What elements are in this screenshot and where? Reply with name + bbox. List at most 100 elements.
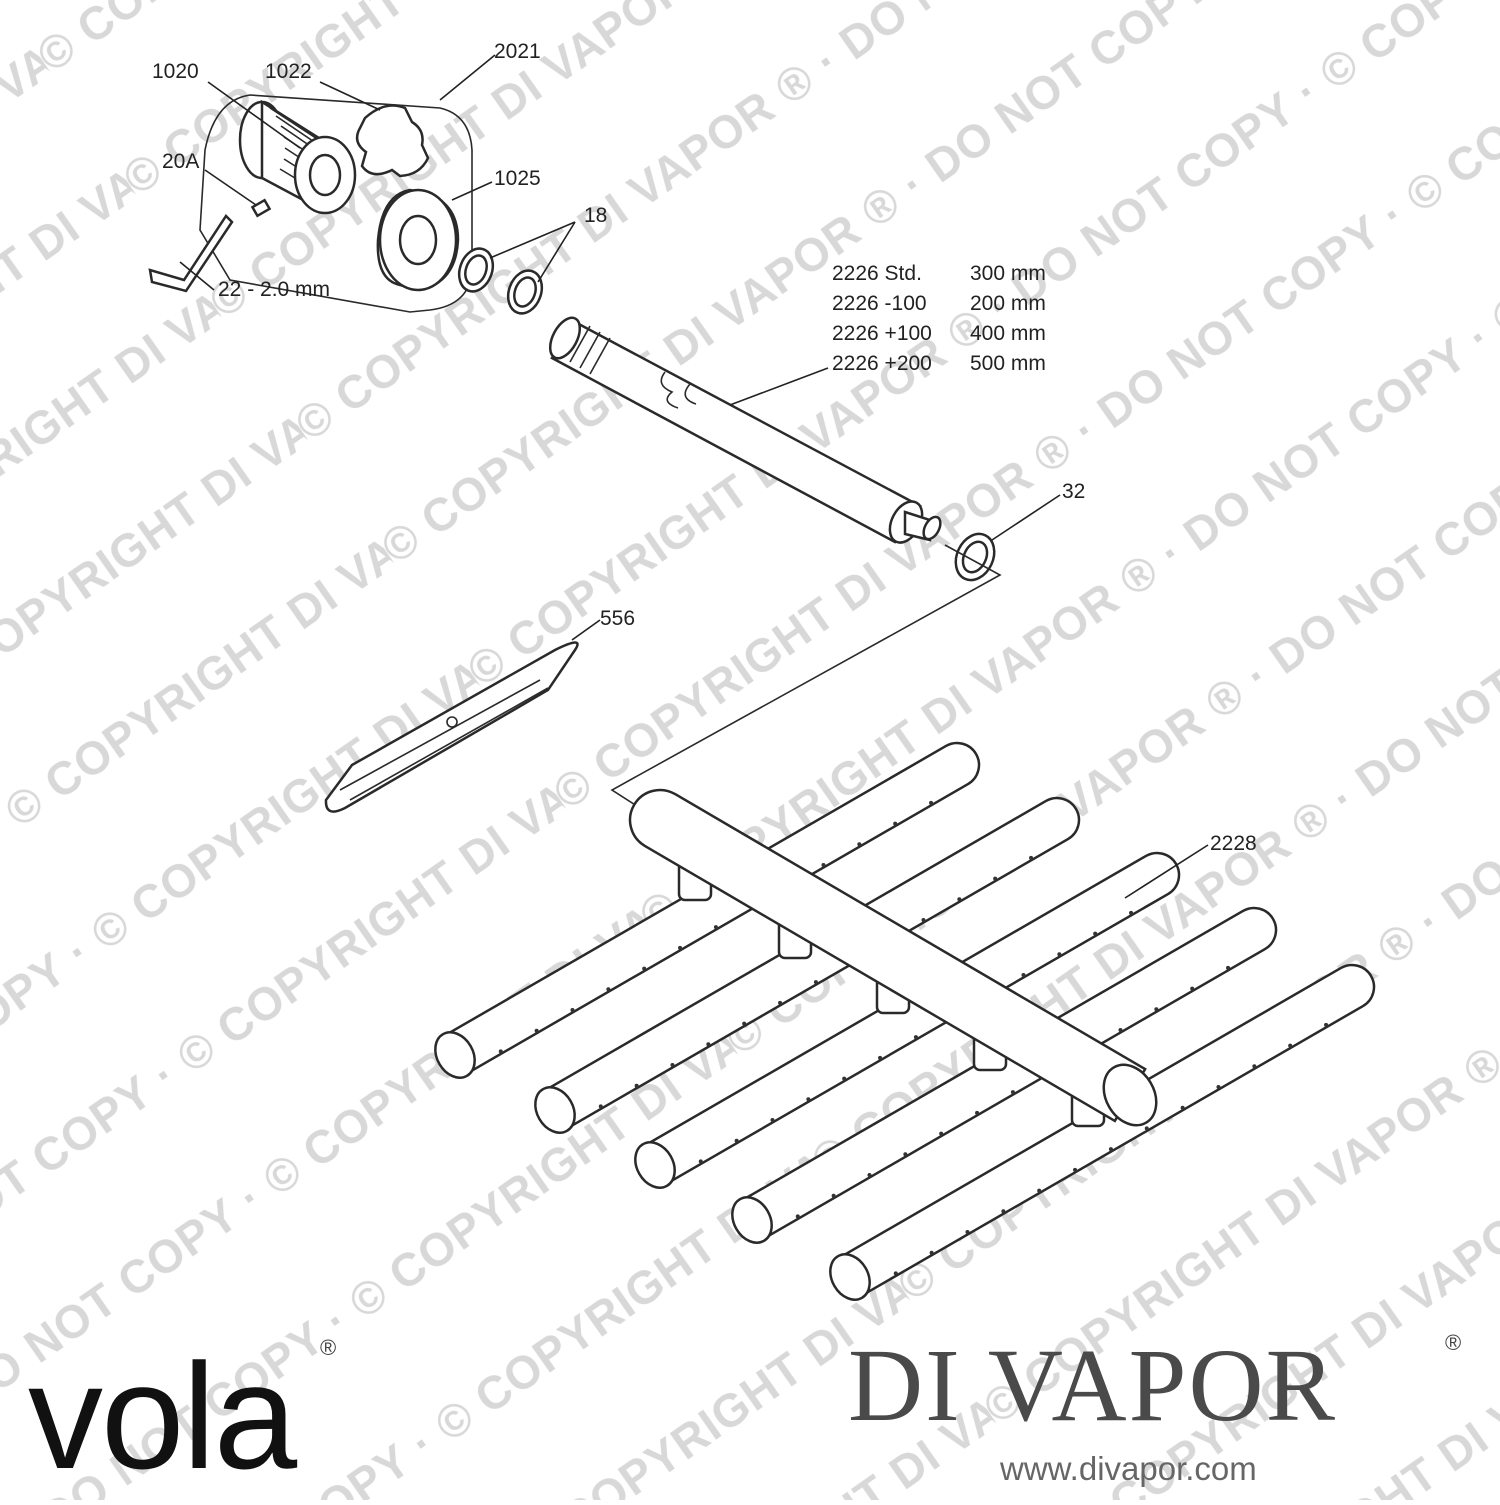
rack-nozzle xyxy=(770,1118,775,1123)
rack-nozzle xyxy=(1057,952,1062,957)
label-1025: 1025 xyxy=(494,167,541,190)
rack-nozzle xyxy=(706,1042,711,1047)
rack-pipe-end-2 xyxy=(534,1086,576,1134)
rack-nozzle xyxy=(929,1250,934,1255)
rack-nozzle xyxy=(929,800,934,805)
rack-nozzle xyxy=(857,842,862,847)
rack-nozzle xyxy=(965,1230,970,1235)
divapor-website: www.divapor.com xyxy=(999,1450,1257,1487)
part-22-hex-key xyxy=(148,214,234,293)
spec-part-3: 2226 +200 xyxy=(832,352,932,375)
label-2021: 2021 xyxy=(494,40,541,63)
label-1020: 1020 xyxy=(152,60,199,83)
spec-part-0: 2226 Std. xyxy=(832,262,922,285)
rack-nozzle xyxy=(1118,1028,1123,1033)
label-2228: 2228 xyxy=(1210,832,1257,855)
rack-nozzle xyxy=(893,1271,898,1276)
spec-length-3: 500 mm xyxy=(970,352,1046,375)
spec-length-0: 300 mm xyxy=(970,262,1046,285)
rack-pipe-end-3 xyxy=(634,1141,676,1189)
rack-nozzle xyxy=(1093,931,1098,936)
rack-nozzle xyxy=(957,897,962,902)
rack-nozzle xyxy=(1288,1043,1293,1048)
rack-nozzle xyxy=(742,1021,747,1026)
rack-nozzle xyxy=(1226,965,1231,970)
rack-nozzle xyxy=(993,876,998,881)
part-1022-clip-ring xyxy=(355,104,430,178)
rack-nozzle xyxy=(867,1173,872,1178)
rack-nozzle xyxy=(1129,910,1134,915)
spec-length-1: 200 mm xyxy=(970,292,1046,315)
rack-nozzle xyxy=(821,863,826,868)
rack-nozzle xyxy=(806,1097,811,1102)
divapor-wordmark: DI VAPOR xyxy=(848,1328,1337,1443)
vola-registered-mark: ® xyxy=(320,1335,336,1360)
assembly-guide-line xyxy=(610,544,1002,809)
rack-nozzle xyxy=(1144,1126,1149,1131)
rack-nozzle xyxy=(1029,855,1034,860)
label-22-hex-key: 22 - 2.0 mm xyxy=(218,278,330,301)
vola-wordmark: vola xyxy=(28,1332,298,1500)
rack-nozzle xyxy=(534,1028,539,1033)
part-556-logo-plate xyxy=(324,641,579,813)
rack-nozzle xyxy=(913,1035,918,1040)
spec-table-2226: 2226 Std. 300 mm 2226 -100 200 mm 2226 +… xyxy=(832,262,1046,375)
rack-nozzle xyxy=(1216,1085,1221,1090)
label-32: 32 xyxy=(1062,480,1085,503)
rack-nozzle xyxy=(1154,1007,1159,1012)
rack-nozzle xyxy=(813,980,818,985)
rack-nozzle xyxy=(903,1152,908,1157)
rack-nozzle xyxy=(878,1055,883,1060)
rack-nozzle xyxy=(678,945,683,950)
spec-part-2: 2226 +100 xyxy=(832,322,932,345)
group-outline-2021 xyxy=(199,94,473,313)
rack-nozzle xyxy=(1073,1167,1078,1172)
rack-nozzle xyxy=(1324,1022,1329,1027)
rack-nozzle xyxy=(1252,1064,1257,1069)
part-20a-grub-screw xyxy=(250,198,272,218)
rack-nozzle xyxy=(498,1049,503,1054)
rack-nozzle xyxy=(570,1008,575,1013)
rack-pipe-2 xyxy=(542,796,1080,1131)
rack-nozzle xyxy=(670,1063,675,1068)
label-556: 556 xyxy=(600,607,635,630)
rack-pipe-end-1 xyxy=(434,1031,476,1079)
rack-nozzle xyxy=(734,1138,739,1143)
rack-nozzle xyxy=(642,966,647,971)
rack-pipe-end-5 xyxy=(829,1253,871,1301)
rack-pipe-4 xyxy=(739,906,1277,1241)
part-2226-extension-pipe xyxy=(548,316,942,544)
rack-nozzle xyxy=(634,1083,639,1088)
divapor-logo: DI VAPOR ® www.divapor.com xyxy=(848,1328,1461,1487)
rack-nozzle xyxy=(1021,973,1026,978)
label-18: 18 xyxy=(584,204,607,227)
rack-crossbar-end xyxy=(1102,1063,1158,1127)
part-1025-cover-ring xyxy=(376,188,460,292)
spec-part-1: 2226 -100 xyxy=(832,292,927,315)
rack-nozzle xyxy=(893,821,898,826)
rack-nozzle xyxy=(975,1110,980,1115)
rack-nozzle xyxy=(606,987,611,992)
rack-pipe-1 xyxy=(442,741,981,1076)
rack-nozzle xyxy=(713,925,718,930)
rack-nozzle xyxy=(1190,986,1195,991)
part-2228-shower-rack xyxy=(434,741,1375,1301)
rack-nozzle xyxy=(831,1193,836,1198)
rack-pipe-end-4 xyxy=(731,1196,773,1244)
rack-nozzle xyxy=(1001,1209,1006,1214)
label-1022: 1022 xyxy=(265,60,312,83)
callout-labels: 1020 1022 2021 20A 1025 18 22 - 2.0 mm 3… xyxy=(152,40,1257,855)
rack-nozzle xyxy=(842,1076,847,1081)
rack-nozzle xyxy=(1010,1090,1015,1095)
rack-nozzle xyxy=(698,1159,703,1164)
rack-nozzle xyxy=(939,1131,944,1136)
rack-nozzle xyxy=(795,1214,800,1219)
divapor-registered-mark: ® xyxy=(1445,1330,1461,1355)
leader-lines xyxy=(179,54,1209,899)
rack-nozzle xyxy=(778,1000,783,1005)
rack-nozzle xyxy=(1037,1188,1042,1193)
